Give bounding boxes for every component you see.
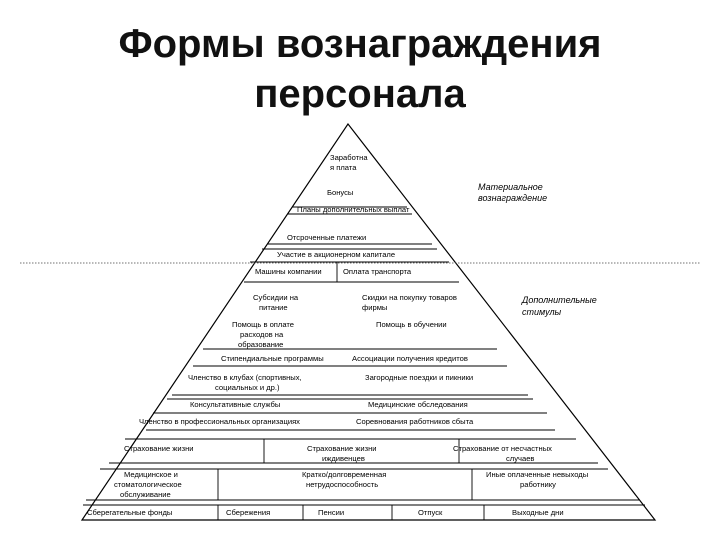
item-goods-discounts-line-1: Скидки на покупку товаров <box>362 293 457 302</box>
item-equity-participation: Участие в акционерном капитале <box>277 250 395 259</box>
item-credit-associations: Ассоциации получения кредитов <box>352 354 468 363</box>
item-savings: Сбережения <box>226 508 270 517</box>
section-material-line-1: Материальное <box>478 182 543 192</box>
page-title-line-1: Формы вознаграждения <box>118 22 602 66</box>
item-company-cars: Машины компании <box>255 267 322 276</box>
item-savings-funds: Сберегательные фонды <box>87 508 172 517</box>
item-goods-discounts-line-2: фирмы <box>362 303 387 312</box>
item-accident-insurance-line-2: случаев <box>506 454 534 463</box>
item-disability-line-2: нетрудоспособность <box>306 480 378 489</box>
item-food-subsidies-line-2: питание <box>259 303 288 312</box>
item-club-membership-line-1: Членство в клубах (спортивных, <box>188 373 302 382</box>
section-additional-line-1: Дополнительные <box>521 295 597 305</box>
item-medical-exams: Медицинские обследования <box>368 400 468 409</box>
item-other-paid-absence-line-1: Иные оплаченные невыходы <box>486 470 588 479</box>
item-disability-line-1: Кратко/долговременная <box>302 470 386 479</box>
item-vacation: Отпуск <box>418 508 443 517</box>
item-club-membership-line-2: социальных и др.) <box>215 383 280 392</box>
item-medical-dental-line-3: обслуживание <box>120 490 171 499</box>
section-additional-line-2: стимулы <box>522 307 562 317</box>
item-medical-dental-line-1: Медицинское и <box>124 470 178 479</box>
item-education-help-line-3: образование <box>238 340 283 349</box>
level-lines <box>83 206 645 506</box>
item-food-subsidies-line-1: Субсидии на <box>253 293 299 302</box>
cell-dividers <box>217 262 485 520</box>
item-medical-dental-line-2: стоматологическое <box>114 480 182 489</box>
item-accident-insurance-line-1: Страхование от несчастных <box>453 444 552 453</box>
item-training-help: Помощь в обучении <box>376 320 447 329</box>
item-days-off: Выходные дни <box>512 508 564 517</box>
item-salary-line-2: я плата <box>330 163 357 172</box>
page-title-line-2: персонала <box>254 72 466 116</box>
item-education-help-line-1: Помощь в оплате <box>232 320 294 329</box>
section-material-line-2: вознаграждение <box>478 193 547 203</box>
item-other-paid-absence-line-2: работнику <box>520 480 556 489</box>
item-education-help-line-2: расходов на <box>240 330 284 339</box>
item-sales-competitions: Соревнования работников сбыта <box>356 417 474 426</box>
item-salary-line-1: Заработна <box>330 153 368 162</box>
item-bonuses: Бонусы <box>327 188 353 197</box>
item-professional-orgs: Членство в профессиональных организациях <box>139 417 300 426</box>
section-material-label: Материальное вознаграждение <box>478 182 547 203</box>
item-transport-payment: Оплата транспорта <box>343 267 412 276</box>
item-pensions: Пенсии <box>318 508 344 517</box>
item-consulting-services: Консультативные службы <box>190 400 280 409</box>
section-additional-label: Дополнительные стимулы <box>521 295 597 317</box>
item-scholarship-programs: Стипендиальные программы <box>221 354 324 363</box>
item-extra-payment-plans: Планы дополнительных выплат <box>297 205 410 214</box>
item-country-trips: Загородные поездки и пикники <box>365 373 473 382</box>
item-life-insurance: Страхование жизни <box>124 444 194 453</box>
pyramid-outline <box>80 122 657 521</box>
item-dependents-life-insurance-line-2: иждивенцев <box>322 454 365 463</box>
item-dependents-life-insurance-line-1: Страхование жизни <box>307 444 377 453</box>
item-deferred-payments: Отсроченные платежи <box>287 233 366 242</box>
